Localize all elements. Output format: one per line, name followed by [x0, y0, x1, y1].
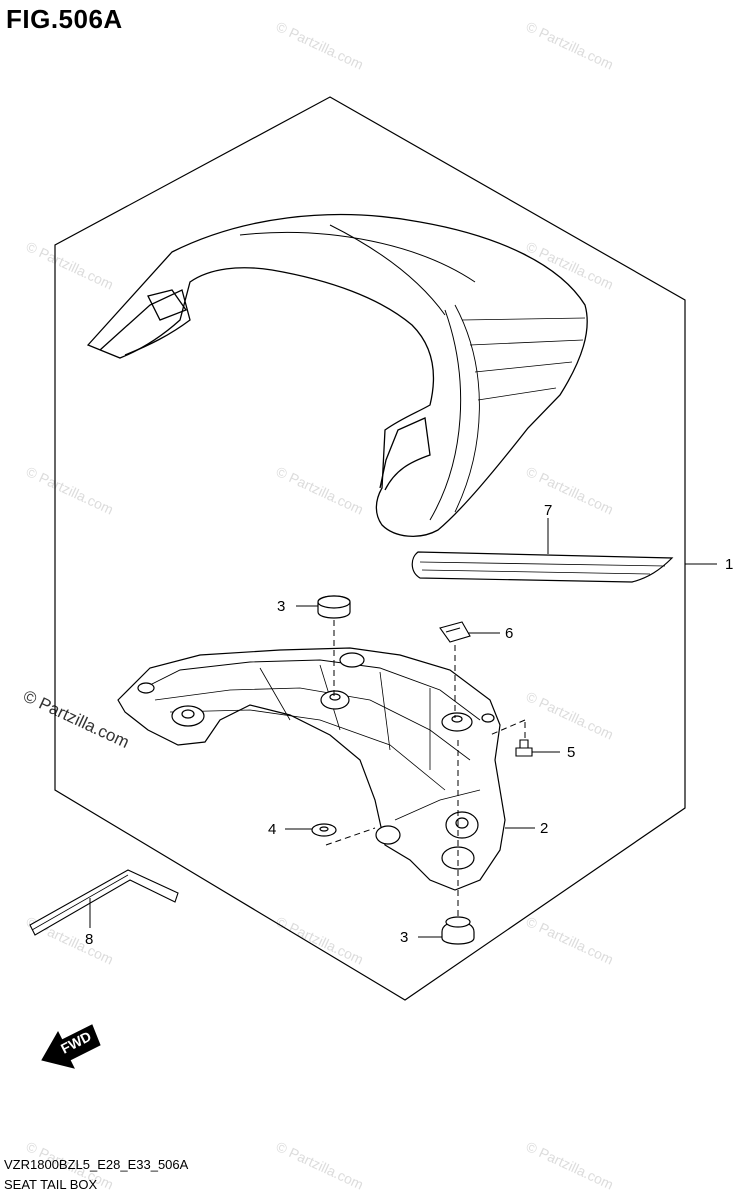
trim-strip: [411, 551, 674, 583]
callout-2: 2: [540, 820, 548, 837]
leader-lines: [89, 518, 717, 938]
watermark-text: © Partzilla.com: [274, 18, 366, 72]
callout-6: 6: [505, 625, 513, 642]
callout-7: 7: [544, 502, 552, 519]
grommet-lower: [441, 916, 475, 945]
watermark-text: © Partzilla.com: [274, 463, 366, 517]
hex-wrench: [29, 869, 179, 936]
watermark-text: © Partzilla.com: [524, 463, 616, 517]
watermark-text: © Partzilla.com: [524, 913, 616, 967]
section-name: SEAT TAIL BOX: [4, 1177, 98, 1192]
watermark-text: © Partzilla.com: [274, 1138, 366, 1192]
watermark-text: © Partzilla.com: [24, 463, 116, 517]
watermark-text-dark: © Partzilla.com: [20, 686, 132, 752]
callout-1: 1: [725, 556, 733, 573]
washer: [311, 823, 337, 837]
watermark-text: © Partzilla.com: [274, 913, 366, 967]
watermark-text: © Partzilla.com: [524, 18, 616, 72]
callout-3-upper: 3: [277, 598, 285, 615]
nut-clip: [439, 621, 471, 643]
watermark-text: © Partzilla.com: [524, 688, 616, 742]
callout-5: 5: [567, 744, 575, 761]
callout-8: 8: [85, 931, 93, 948]
seat-tail-cowl: [86, 213, 588, 537]
bolt: [515, 739, 533, 757]
grommet-upper: [317, 595, 351, 619]
assembly-lines: [325, 620, 526, 918]
callout-4: 4: [268, 821, 276, 838]
assembly-outline: [54, 96, 686, 1001]
watermark-text: © Partzilla.com: [24, 238, 116, 292]
callout-3-lower: 3: [400, 929, 408, 946]
model-code: VZR1800BZL5_E28_E33_506A: [4, 1157, 189, 1172]
figure-title: FIG.506A: [6, 4, 123, 34]
seat-base-bracket: [117, 647, 506, 891]
watermark-text: © Partzilla.com: [524, 1138, 616, 1192]
callout-labels: 1 2 3 3 4 5 6 7 8: [85, 502, 733, 948]
fwd-direction-arrow: FWD: [41, 1024, 101, 1069]
